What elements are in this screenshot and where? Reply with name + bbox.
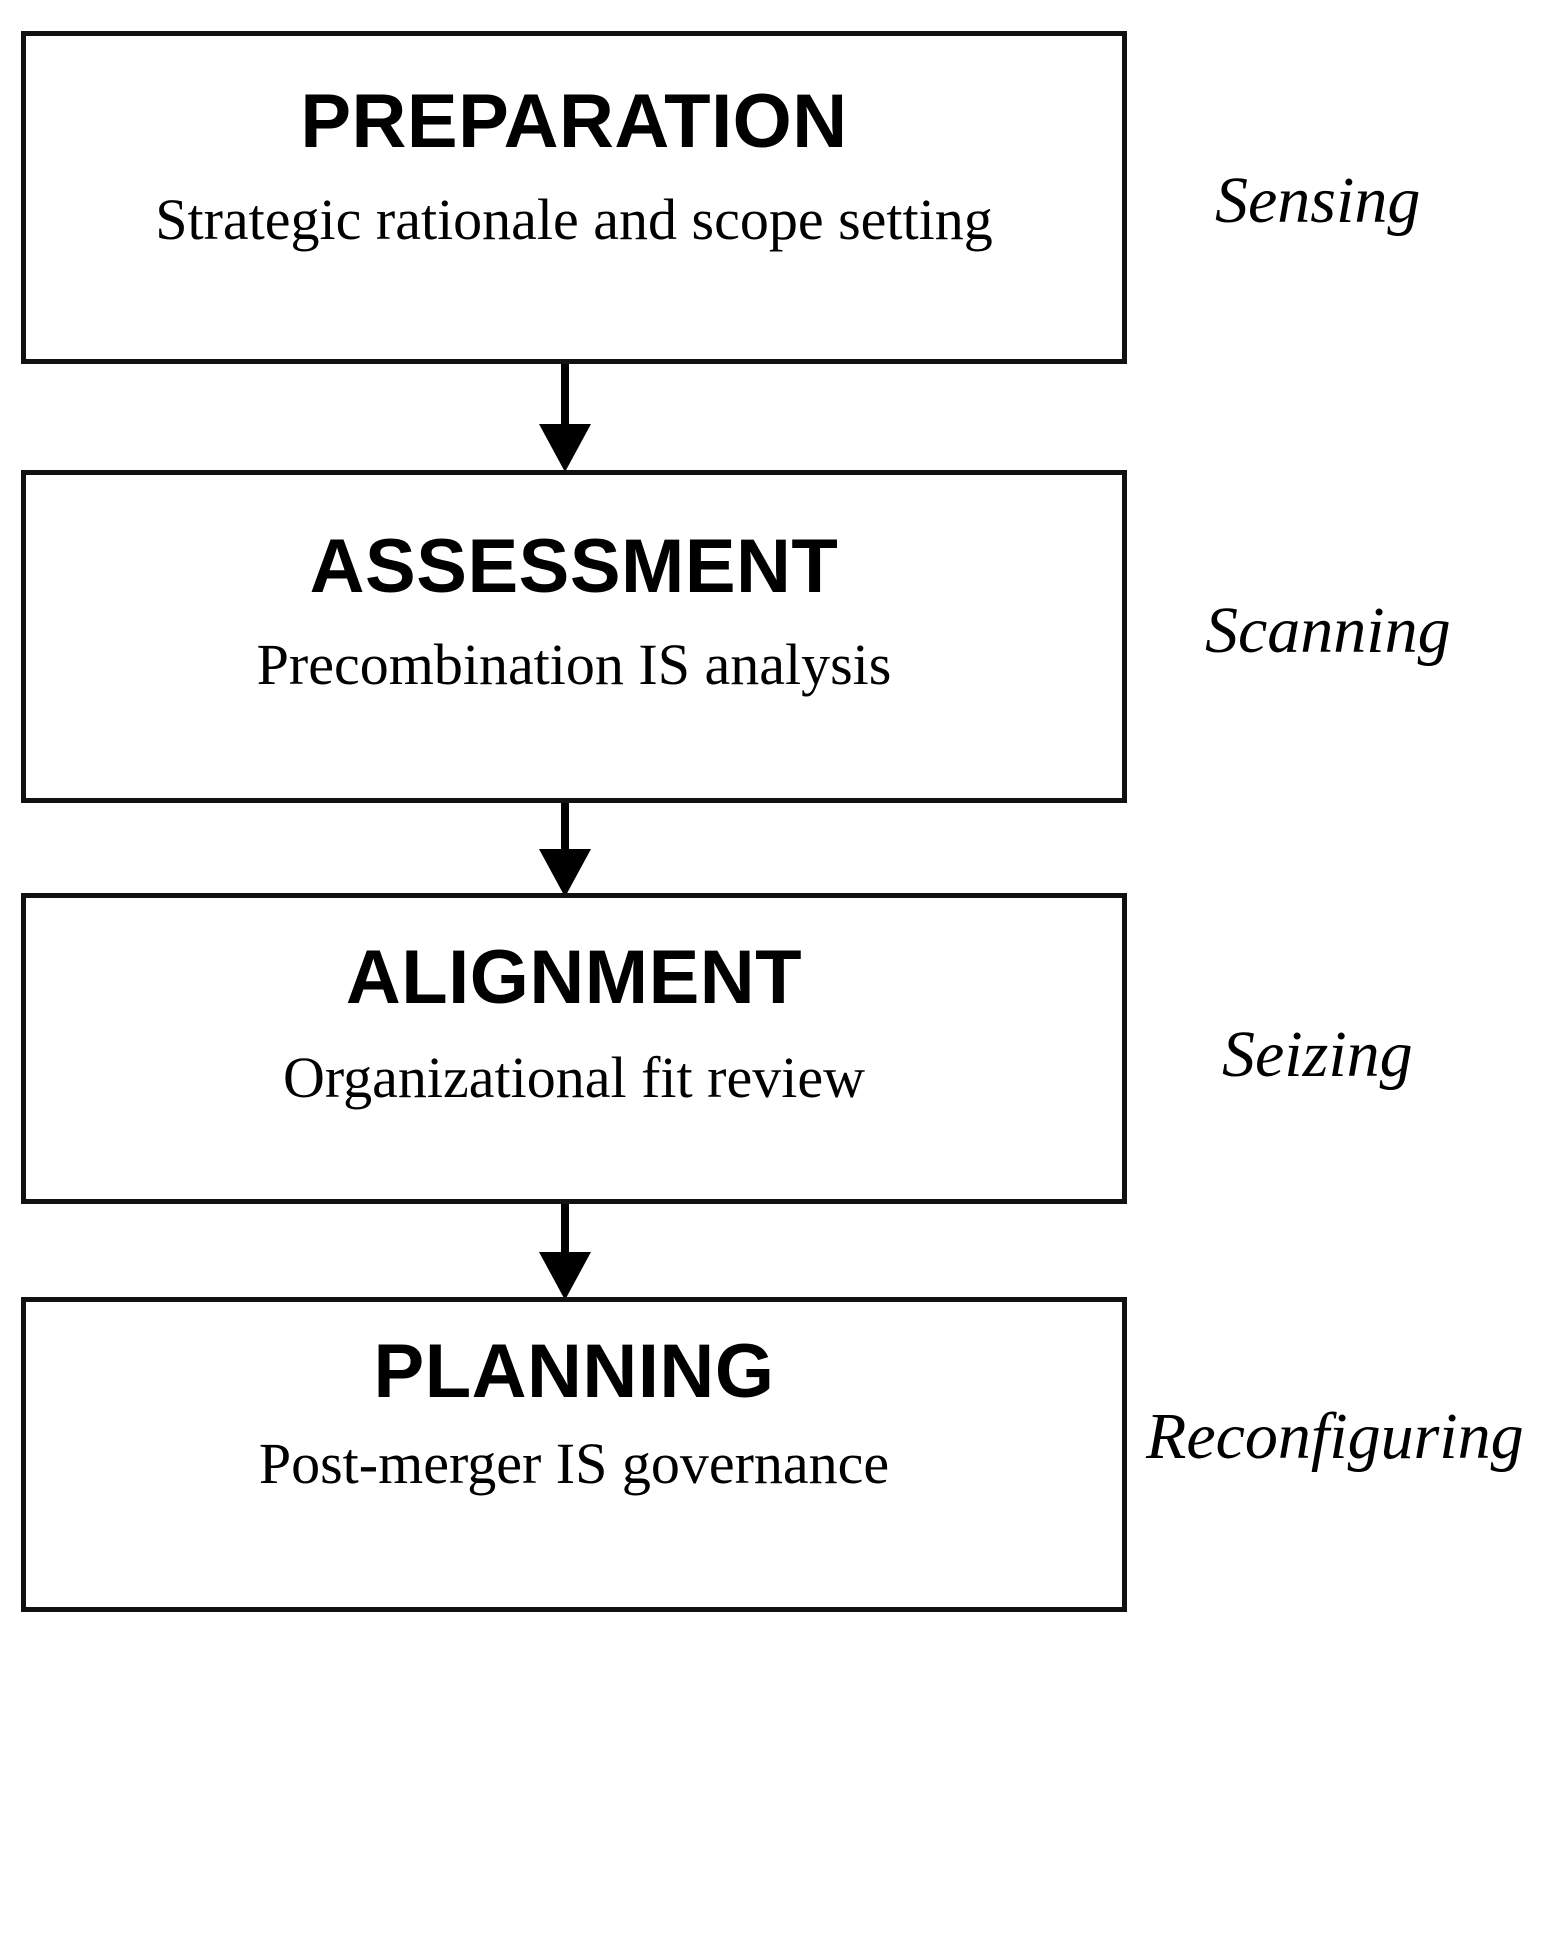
stage-description-assessment: Precombination IS analysis: [256, 632, 892, 697]
arrow-head-down-icon: [539, 849, 591, 897]
arrow-shaft: [561, 803, 569, 851]
capability-label-reconfiguring: Reconfiguring: [1146, 1400, 1524, 1473]
stage-description-preparation: Strategic rationale and scope setting: [155, 187, 993, 252]
stage-description-alignment: Organizational fit review: [283, 1045, 865, 1110]
stage-box-assessment: ASSESSMENT Precombination IS analysis: [21, 470, 1127, 803]
capability-label-scanning: Scanning: [1205, 594, 1451, 667]
stage-title-alignment: ALIGNMENT: [345, 935, 803, 1020]
stage-box-preparation: PREPARATION Strategic rationale and scop…: [21, 31, 1127, 364]
stage-box-planning: PLANNING Post-merger IS governance: [21, 1297, 1127, 1612]
connector-arrow-alignment-to-planning: [539, 1204, 591, 1300]
connector-arrow-preparation-to-assessment: [539, 364, 591, 472]
capability-label-sensing: Sensing: [1215, 164, 1421, 237]
arrow-shaft: [561, 1204, 569, 1254]
arrow-head-down-icon: [539, 424, 591, 472]
stage-box-alignment: ALIGNMENT Organizational fit review: [21, 893, 1127, 1204]
capability-label-seizing: Seizing: [1222, 1018, 1413, 1091]
stage-description-planning: Post-merger IS governance: [258, 1431, 890, 1496]
stage-title-preparation: PREPARATION: [300, 79, 848, 164]
stage-title-planning: PLANNING: [373, 1329, 775, 1414]
arrow-head-down-icon: [539, 1252, 591, 1300]
stage-title-assessment: ASSESSMENT: [309, 524, 839, 609]
connector-arrow-assessment-to-alignment: [539, 803, 591, 897]
arrow-shaft: [561, 364, 569, 426]
